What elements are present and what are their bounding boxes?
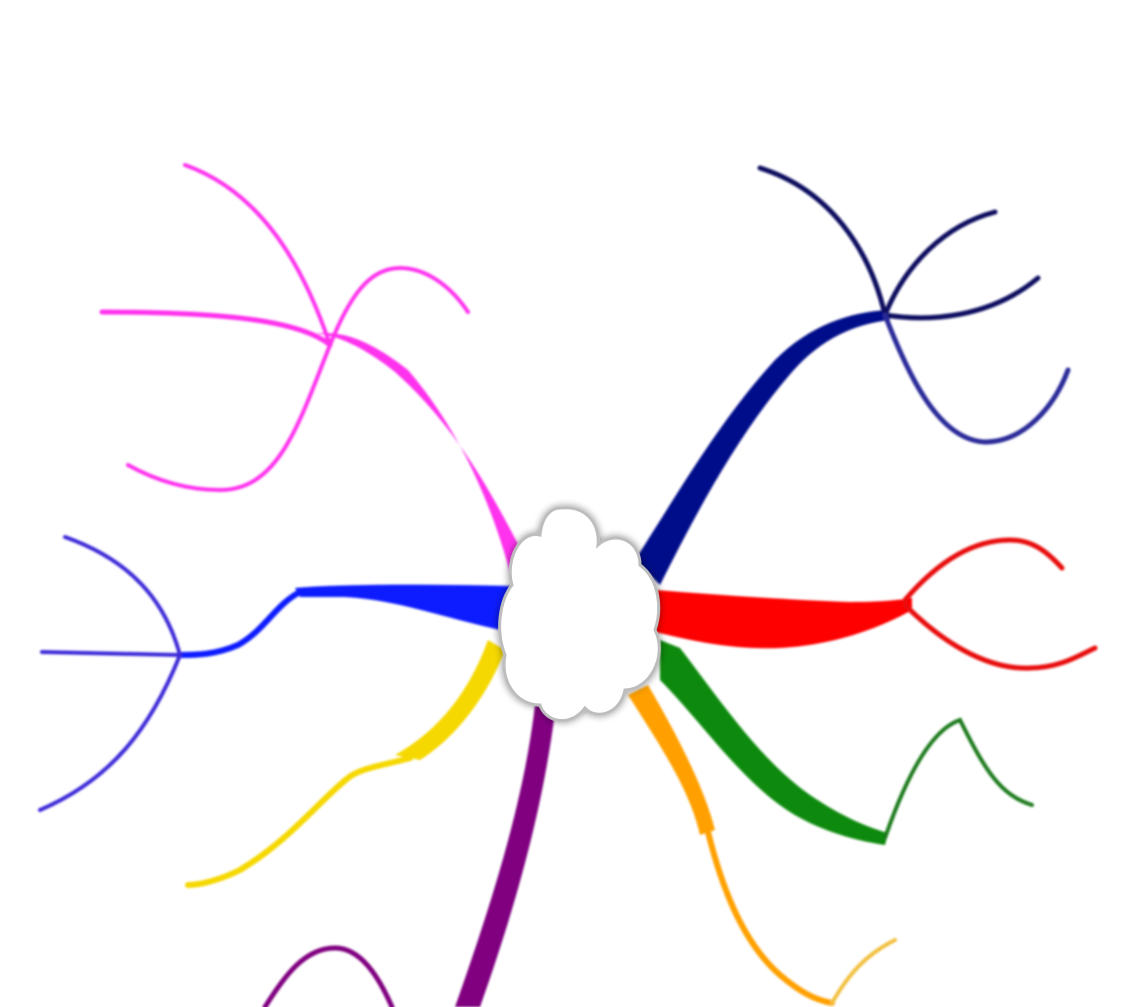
central-cloud	[500, 508, 660, 721]
branch-blue	[40, 537, 510, 810]
branch-blue-twig-3	[65, 537, 180, 655]
branch-magenta	[102, 165, 530, 580]
central-cloud-shape	[500, 508, 660, 721]
branch-green-twig	[885, 720, 1032, 838]
branch-red	[655, 540, 1095, 668]
branch-blue-twig-2	[42, 652, 180, 655]
branch-orange	[628, 685, 895, 1003]
branch-blue-twig-4	[40, 655, 180, 810]
branch-navy-twig-3	[885, 278, 1038, 318]
branch-magenta-twig-4	[128, 345, 330, 490]
branch-magenta-twig-1	[102, 312, 330, 345]
branch-purple-twig	[265, 948, 392, 1007]
branch-yellow-twig	[188, 758, 410, 885]
branch-navy	[635, 168, 1068, 585]
branch-blue-twig-1	[180, 592, 300, 655]
branch-red-trunk	[655, 590, 912, 648]
branch-orange-twig-1	[708, 832, 832, 1003]
branch-navy-twig-1	[760, 168, 885, 315]
branch-orange-twig-2	[832, 940, 895, 1003]
branch-red-twig-1	[905, 540, 1062, 600]
branch-navy-trunk	[635, 310, 890, 585]
branch-magenta-twig-3	[330, 268, 468, 345]
branch-navy-twig-4	[885, 315, 1068, 442]
branch-magenta-trunk	[315, 333, 530, 580]
branch-navy-twig-2	[885, 212, 995, 315]
branch-red-twig-2	[905, 605, 1095, 668]
branch-yellow	[188, 640, 505, 885]
branch-yellow-trunk	[395, 640, 505, 760]
branch-blue-trunk	[295, 585, 510, 632]
branch-purple-trunk	[455, 705, 555, 1007]
branch-green	[660, 640, 1032, 845]
